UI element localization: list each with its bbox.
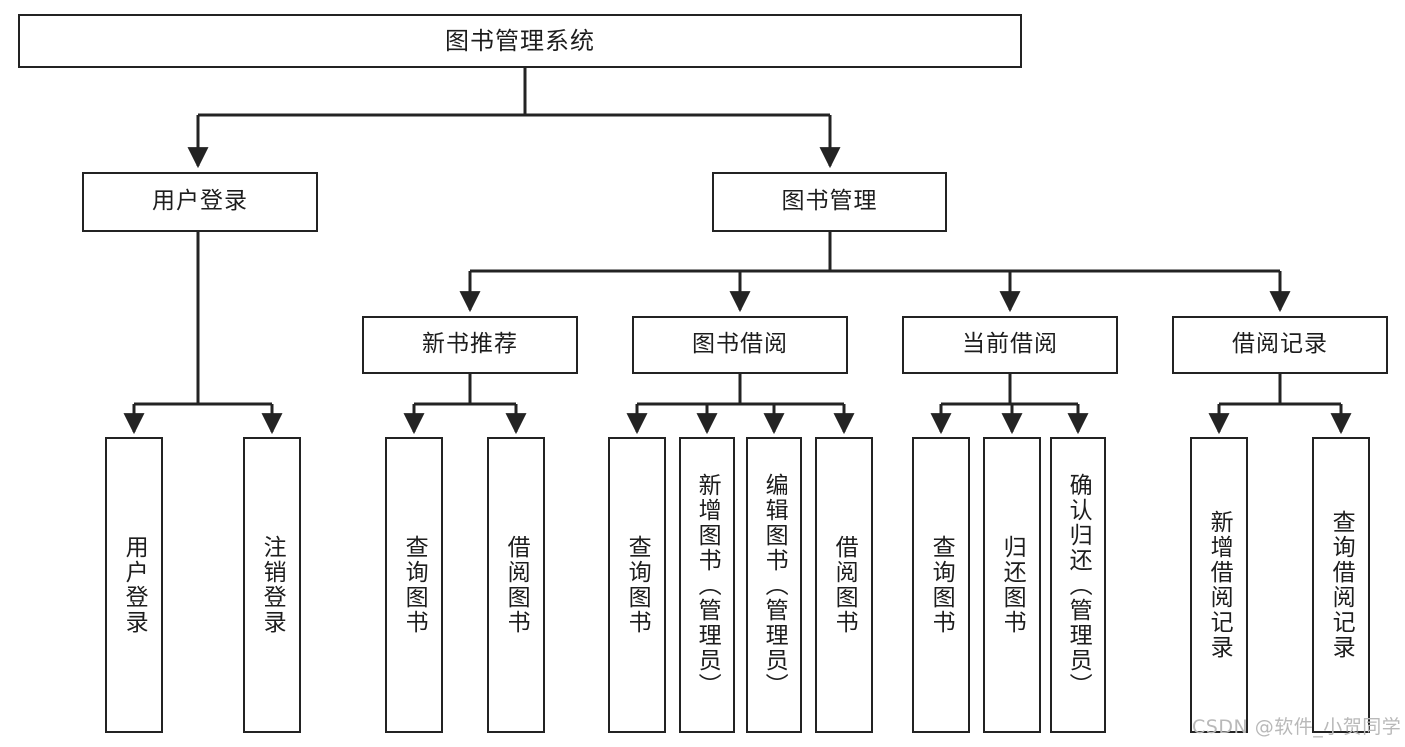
node-leaf-user-login-label: 用户登录 — [121, 535, 148, 635]
node-root[interactable]: 图书管理系统 — [18, 14, 1022, 68]
node-leaf-add-book-label: 新增图书（管理员） — [694, 472, 721, 698]
node-borrow-record-label: 借阅记录 — [1232, 331, 1328, 358]
node-new-book-recommend-label: 新书推荐 — [422, 331, 518, 358]
node-leaf-logout-label: 注销登录 — [259, 535, 286, 635]
node-leaf-query-book-1-label: 查询图书 — [401, 535, 428, 635]
node-root-label: 图书管理系统 — [445, 26, 595, 55]
node-book-manage[interactable]: 图书管理 — [712, 172, 947, 232]
node-leaf-edit-book[interactable]: 编辑图书（管理员） — [746, 437, 802, 733]
node-new-book-recommend[interactable]: 新书推荐 — [362, 316, 578, 374]
node-leaf-borrow-book-2[interactable]: 借阅图书 — [815, 437, 873, 733]
node-borrow-record[interactable]: 借阅记录 — [1172, 316, 1388, 374]
node-leaf-add-record[interactable]: 新增借阅记录 — [1190, 437, 1248, 733]
node-user-login-label: 用户登录 — [152, 188, 248, 215]
node-current-borrow-label: 当前借阅 — [962, 331, 1058, 358]
node-leaf-borrow-book-2-label: 借阅图书 — [831, 535, 858, 635]
node-leaf-query-book-2[interactable]: 查询图书 — [608, 437, 666, 733]
node-leaf-borrow-book-1[interactable]: 借阅图书 — [487, 437, 545, 733]
csdn-watermark: CSDN @软件_小贺同学 — [1192, 716, 1402, 738]
node-leaf-query-book-1[interactable]: 查询图书 — [385, 437, 443, 733]
node-book-borrow-label: 图书借阅 — [692, 331, 788, 358]
node-leaf-query-record-label: 查询借阅记录 — [1328, 510, 1355, 660]
node-leaf-confirm-return-label: 确认归还（管理员） — [1065, 472, 1092, 698]
node-leaf-query-book-3-label: 查询图书 — [928, 535, 955, 635]
node-leaf-return-book[interactable]: 归还图书 — [983, 437, 1041, 733]
node-leaf-edit-book-label: 编辑图书（管理员） — [761, 472, 788, 698]
node-leaf-user-login[interactable]: 用户登录 — [105, 437, 163, 733]
node-leaf-query-book-2-label: 查询图书 — [624, 535, 651, 635]
node-leaf-add-record-label: 新增借阅记录 — [1206, 510, 1233, 660]
node-current-borrow[interactable]: 当前借阅 — [902, 316, 1118, 374]
node-user-login[interactable]: 用户登录 — [82, 172, 318, 232]
node-book-manage-label: 图书管理 — [781, 188, 878, 215]
node-leaf-query-record[interactable]: 查询借阅记录 — [1312, 437, 1370, 733]
node-leaf-return-book-label: 归还图书 — [999, 535, 1026, 635]
node-leaf-logout[interactable]: 注销登录 — [243, 437, 301, 733]
node-leaf-confirm-return[interactable]: 确认归还（管理员） — [1050, 437, 1106, 733]
node-leaf-borrow-book-1-label: 借阅图书 — [503, 535, 530, 635]
node-leaf-add-book[interactable]: 新增图书（管理员） — [679, 437, 735, 733]
node-leaf-query-book-3[interactable]: 查询图书 — [912, 437, 970, 733]
node-book-borrow[interactable]: 图书借阅 — [632, 316, 848, 374]
